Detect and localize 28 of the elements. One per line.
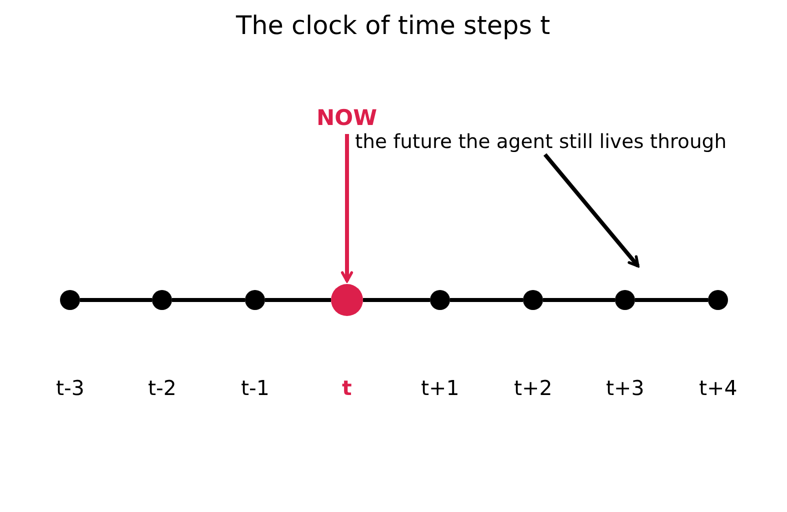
timeline-dot — [708, 290, 728, 310]
time-step-label: t-2 — [148, 377, 176, 401]
marker-label: NOW — [316, 107, 378, 131]
time-step-label: t-3 — [56, 377, 84, 401]
time-step-label: t-1 — [241, 377, 270, 401]
diagram-title: The clock of time steps t — [236, 12, 550, 41]
timeline-dot — [331, 284, 363, 316]
timeline-segment — [635, 298, 708, 302]
timeline-segment — [450, 298, 523, 302]
timeline-dot — [245, 290, 265, 310]
time-step-label: t+3 — [606, 377, 644, 401]
leader-arrow — [543, 153, 640, 268]
time-step-label: t+1 — [421, 377, 460, 401]
timeline-segment — [543, 298, 615, 302]
timeline-dot — [615, 290, 635, 310]
time-step-label: t+2 — [514, 377, 552, 401]
timeline-segment — [172, 298, 245, 302]
annotation-text: the future the agent still lives through — [355, 130, 727, 152]
time-step-label: t+4 — [699, 377, 738, 401]
timeline-dot — [60, 290, 80, 310]
timeline-dot — [152, 290, 172, 310]
timeline-dot — [523, 290, 543, 310]
time-step-label: t — [342, 377, 352, 401]
timeline-segment — [265, 298, 331, 302]
arrow — [340, 134, 354, 282]
timeline-dot — [430, 290, 450, 310]
timeline-segment — [80, 298, 152, 302]
timeline-segment — [363, 298, 430, 302]
